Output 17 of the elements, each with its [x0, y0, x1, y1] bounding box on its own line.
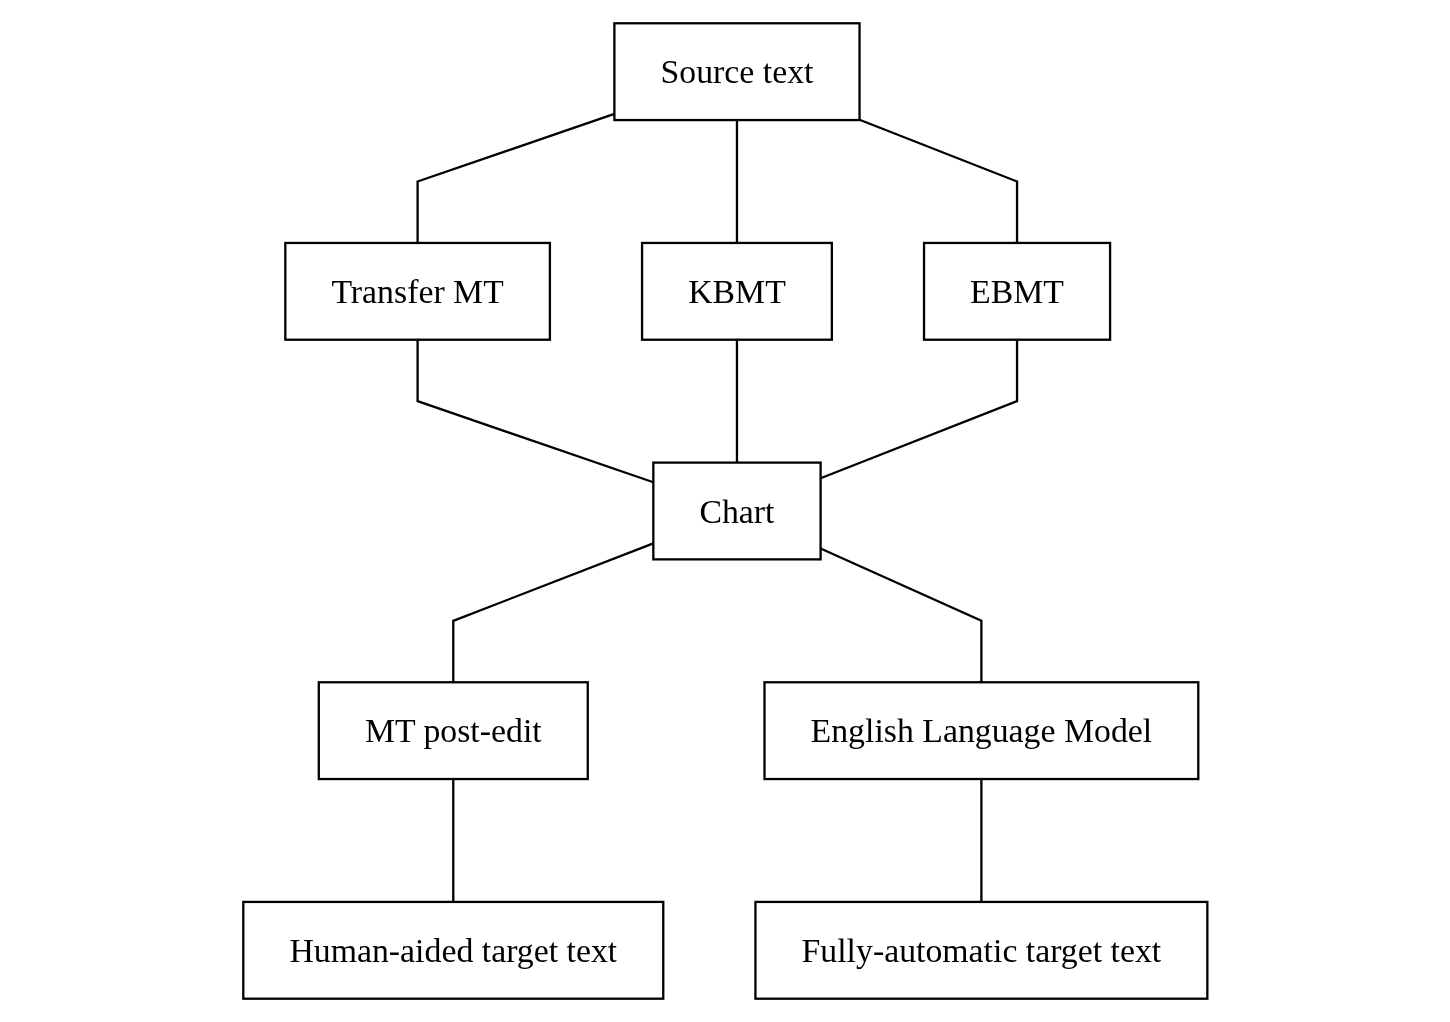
node-box: KBMT	[640, 241, 833, 341]
connector	[416, 112, 615, 243]
node-box: MT post-edit	[317, 681, 589, 781]
connector	[416, 339, 654, 484]
node-box: English Language Model	[763, 681, 1200, 781]
connector	[858, 118, 1018, 243]
connector	[451, 779, 455, 902]
connector	[979, 779, 983, 902]
connector	[451, 542, 654, 683]
node-box: Human-aided target text	[241, 900, 665, 1000]
node-box: Source text	[612, 22, 861, 122]
node-box: Fully-automatic target text	[753, 900, 1209, 1000]
node-box: Transfer MT	[283, 241, 551, 341]
node-box: EBMT	[922, 241, 1111, 341]
connector	[735, 120, 738, 243]
node-box: Chart	[651, 461, 822, 561]
connector	[735, 339, 738, 463]
